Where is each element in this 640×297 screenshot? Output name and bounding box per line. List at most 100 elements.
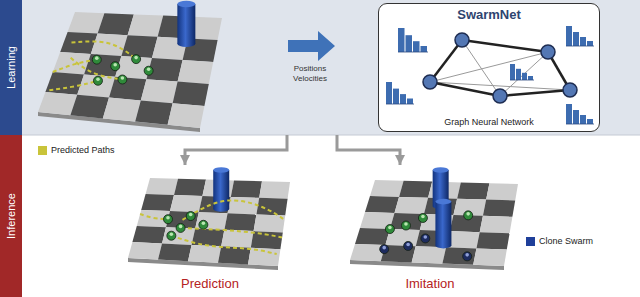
robot (418, 213, 427, 222)
histogram-bar (573, 32, 579, 46)
node-caption: Graph Neural Network (444, 117, 534, 127)
robot (401, 221, 410, 230)
robot (199, 220, 208, 229)
legend-swatch (526, 237, 535, 246)
histogram-bar (528, 76, 533, 80)
board-square (38, 92, 77, 115)
legend-text: Clone Swarm (539, 236, 593, 247)
robot (186, 212, 195, 221)
flow-connector (185, 135, 287, 165)
board-square (141, 194, 174, 211)
flow-label: Positions Velocities (284, 64, 336, 84)
result-panel: Prediction (120, 165, 300, 297)
robot (464, 211, 473, 220)
board-square (221, 230, 253, 248)
robot-light (179, 225, 183, 229)
network-box: SwarmNetGraph Neural Network (378, 3, 600, 132)
board-square (224, 213, 256, 231)
predicted-path (183, 200, 285, 219)
robot-light (388, 226, 392, 230)
cylinder-top (213, 167, 229, 173)
thin-graph-edge (500, 52, 548, 96)
histogram-bar (573, 110, 579, 124)
board-square (141, 79, 178, 103)
cylinder-top (433, 167, 449, 173)
board-square (98, 13, 134, 35)
board-square (128, 14, 164, 36)
clone-robot (404, 241, 413, 250)
board-square (399, 181, 432, 198)
board-square (473, 248, 507, 266)
board-square (158, 243, 192, 261)
graph-edge (500, 90, 570, 96)
robot-light (202, 221, 206, 225)
clone-robot (380, 245, 389, 254)
robot-light (121, 76, 125, 80)
graph-vertex (563, 83, 577, 97)
robot (176, 223, 185, 232)
histogram-bar (406, 35, 413, 52)
robot (167, 231, 176, 240)
robot (93, 76, 102, 85)
board-square (218, 246, 251, 264)
robot-light (134, 56, 138, 60)
robot-light (465, 253, 469, 257)
histogram-base (386, 104, 414, 105)
histogram-base (566, 124, 594, 125)
robot (385, 225, 394, 234)
lower-panel: PredictionImitationInference (0, 135, 640, 297)
histogram-base (566, 46, 594, 47)
divider-line (0, 135, 640, 136)
robot-light (382, 246, 386, 250)
predicted-path (188, 228, 282, 237)
band-label: Learning (0, 0, 22, 135)
board-square (394, 197, 428, 214)
histogram-bar (566, 104, 572, 124)
board-square (135, 100, 172, 124)
graph-edge (430, 82, 500, 96)
graph-vertex (493, 89, 507, 103)
board-square (483, 200, 515, 217)
predicted-path (71, 41, 136, 59)
histogram-base (398, 52, 428, 53)
robot-light (166, 216, 170, 220)
board-square (412, 246, 446, 263)
robot (92, 55, 101, 64)
board-square (146, 178, 178, 195)
robot-light (421, 215, 425, 219)
robot-light (147, 67, 151, 71)
board-square (53, 52, 91, 74)
board-square (174, 179, 206, 196)
result-panel: Imitation (345, 165, 515, 297)
histogram-bar (407, 99, 413, 105)
board-square (178, 60, 214, 84)
board-square (256, 198, 287, 216)
board-square (453, 199, 486, 216)
robot (132, 55, 141, 64)
board-square (188, 245, 221, 263)
clone-robot (421, 234, 430, 243)
graph-vertex (541, 45, 555, 59)
histogram-bar (398, 28, 405, 52)
robot-light (189, 213, 193, 217)
histogram-bar (522, 73, 527, 80)
histogram-bar (580, 115, 586, 124)
upper-ground (0, 0, 640, 135)
board-square (170, 195, 202, 212)
robot (111, 62, 120, 71)
predicted-path (49, 81, 98, 91)
board-square (457, 182, 489, 199)
board-square (231, 180, 262, 197)
board-square (128, 242, 162, 260)
thin-graph-edge (430, 52, 548, 82)
robot (164, 215, 173, 224)
board-square (480, 216, 513, 233)
robot-light (466, 212, 470, 216)
graph-edge (462, 40, 548, 52)
board-square (259, 181, 290, 199)
graph-edge (430, 40, 462, 82)
board-square (192, 229, 225, 247)
board-square (355, 228, 390, 245)
